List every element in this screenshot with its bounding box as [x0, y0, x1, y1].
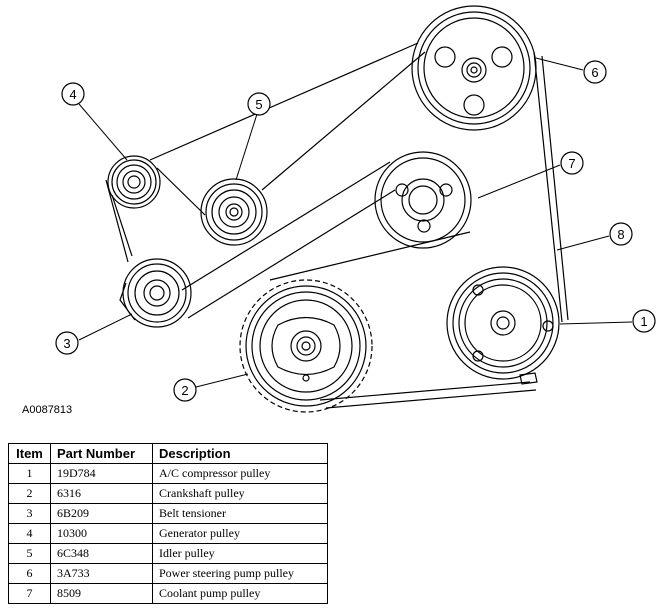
callout-1: 1	[632, 309, 656, 333]
cell-part-number: 8509	[50, 583, 153, 604]
cell-item: 1	[8, 463, 51, 484]
callout-6: 6	[583, 60, 607, 84]
svg-text:2: 2	[181, 383, 188, 398]
table-header-row: Item Part Number Description	[8, 443, 328, 464]
cell-part-number: 6316	[50, 483, 153, 504]
cell-description: Idler pulley	[152, 543, 328, 564]
generator-pulley	[107, 155, 161, 209]
cell-part-number: 10300	[50, 523, 153, 544]
cell-description: A/C compressor pulley	[152, 463, 328, 484]
svg-text:7: 7	[568, 156, 575, 171]
table-row: 6 3A733 Power steering pump pulley	[8, 563, 328, 584]
cell-item: 4	[8, 523, 51, 544]
svg-text:6: 6	[591, 65, 598, 80]
ac-compressor-pulley	[446, 266, 560, 385]
svg-text:8: 8	[617, 227, 624, 242]
callout-2: 2	[173, 378, 197, 402]
belt-tensioner	[119, 258, 192, 328]
callout-leaders	[78, 57, 633, 388]
table-row: 2 6316 Crankshaft pulley	[8, 483, 328, 504]
svg-text:3: 3	[63, 336, 70, 351]
svg-text:5: 5	[255, 97, 262, 112]
header-part-number: Part Number	[50, 443, 153, 464]
header-item: Item	[8, 443, 51, 464]
table-row: 4 10300 Generator pulley	[8, 523, 328, 544]
cell-part-number: 3A733	[50, 563, 153, 584]
header-description: Description	[152, 443, 328, 464]
power-steering-pump-pulley	[411, 5, 537, 131]
svg-text:1: 1	[640, 314, 647, 329]
table-row: 1 19D784 A/C compressor pulley	[8, 463, 328, 484]
cell-description: Power steering pump pulley	[152, 563, 328, 584]
cell-part-number: 6C348	[50, 543, 153, 564]
table-row: 3 6B209 Belt tensioner	[8, 503, 328, 524]
cell-item: 5	[8, 543, 51, 564]
belt-routing-diagram: 1 2 3 4 5 6 7 8	[55, 5, 656, 413]
cell-item: 2	[8, 483, 51, 504]
figure-id: A0087813	[22, 404, 73, 416]
cell-description: Generator pulley	[152, 523, 328, 544]
cell-description: Belt tensioner	[152, 503, 328, 524]
cell-item: 6	[8, 563, 51, 584]
cell-item: 3	[8, 503, 51, 524]
callout-7: 7	[560, 151, 584, 175]
coolant-pump-pulley	[374, 151, 472, 249]
callout-8: 8	[609, 222, 633, 246]
callout-3: 3	[55, 331, 79, 355]
cell-part-number: 6B209	[50, 503, 153, 524]
idler-pulley	[200, 178, 268, 246]
cell-item: 7	[8, 583, 51, 604]
parts-table: Item Part Number Description 1 19D784 A/…	[8, 443, 328, 604]
cell-description: Crankshaft pulley	[152, 483, 328, 504]
callout-4: 4	[61, 82, 85, 106]
crankshaft-pulley	[239, 279, 373, 413]
cell-description: Coolant pump pulley	[152, 583, 328, 604]
table-row: 5 6C348 Idler pulley	[8, 543, 328, 564]
callout-5: 5	[247, 92, 271, 116]
svg-text:4: 4	[69, 87, 76, 102]
cell-part-number: 19D784	[50, 463, 153, 484]
table-row: 7 8509 Coolant pump pulley	[8, 583, 328, 604]
drive-belt	[105, 42, 569, 409]
